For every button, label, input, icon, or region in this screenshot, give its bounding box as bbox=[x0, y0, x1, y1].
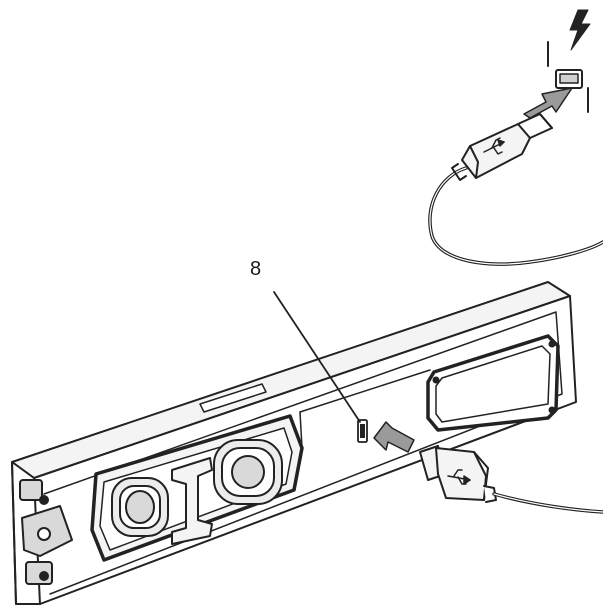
lightning-bolt-icon bbox=[569, 9, 591, 51]
vial-window-frame bbox=[90, 414, 304, 562]
usb-power-port bbox=[555, 69, 583, 89]
upper-usb-plug bbox=[451, 113, 553, 181]
level-body bbox=[11, 281, 577, 605]
upper-cable-wire bbox=[428, 166, 603, 266]
lower-usb-plug bbox=[419, 445, 497, 503]
right-vial-window bbox=[426, 334, 560, 432]
upper-insert-arrow bbox=[523, 87, 573, 119]
power-source bbox=[547, 9, 591, 113]
usb-trident-icon-lower bbox=[447, 469, 471, 485]
vial-center-bracket bbox=[171, 457, 213, 545]
level-end-cap bbox=[19, 479, 73, 585]
horizontal-vial-left bbox=[111, 477, 169, 537]
charging-port-8 bbox=[357, 419, 368, 443]
lower-cable-wire bbox=[492, 492, 603, 514]
horizontal-vial-right bbox=[213, 439, 283, 505]
upper-usb-cable bbox=[428, 87, 603, 266]
lower-insert-arrow bbox=[373, 421, 415, 453]
usb-trident-icon bbox=[483, 137, 505, 155]
callout-leader-line bbox=[273, 291, 361, 423]
lower-usb-cable bbox=[373, 421, 603, 514]
level-top-slot bbox=[199, 383, 267, 413]
callout-label-8: 8 bbox=[250, 258, 262, 280]
